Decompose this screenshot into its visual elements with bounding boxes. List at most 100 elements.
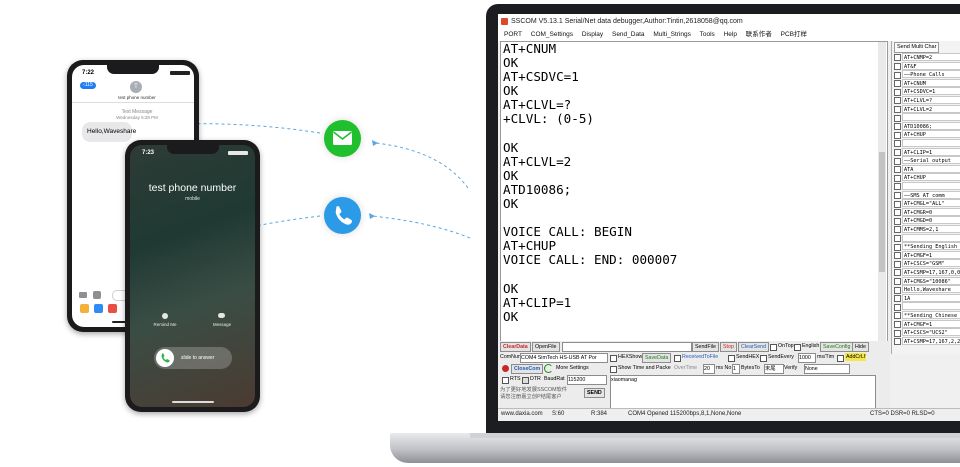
music-app-icon[interactable] xyxy=(108,304,117,313)
send-button[interactable]: SEND xyxy=(584,388,605,398)
menu-help[interactable]: Help xyxy=(723,31,737,38)
multi-string-row[interactable] xyxy=(892,139,960,148)
row-string[interactable]: AT+CSMP=17,167,0,0 xyxy=(902,268,960,276)
row-checkbox[interactable] xyxy=(894,243,901,251)
multi-string-row[interactable] xyxy=(892,302,960,311)
com-port-select[interactable]: COM4 SimTech HS-USB AT Por xyxy=(520,353,608,363)
save-config-button[interactable]: SaveConfig xyxy=(820,342,854,352)
multi-string-row[interactable]: **Sending Chinese xyxy=(892,311,960,320)
multi-string-row[interactable]: AT+CMGS="10086" xyxy=(892,276,960,285)
row-string[interactable]: AT+CHUP xyxy=(902,130,960,139)
multi-string-row[interactable]: AT+CLVL=2 xyxy=(892,104,960,113)
received-to-file-checkbox[interactable] xyxy=(674,355,681,362)
row-string[interactable]: AT+CLVL=? xyxy=(902,96,960,104)
add-crlf-checkbox[interactable] xyxy=(837,355,844,362)
alarm-icon[interactable] xyxy=(162,313,168,319)
multi-string-row[interactable]: AT+CSCS="GSM" xyxy=(892,259,960,268)
row-checkbox[interactable] xyxy=(894,295,901,303)
row-string[interactable]: **Sending English xyxy=(902,242,960,251)
row-string[interactable]: AT+CMGR=0 xyxy=(902,207,960,216)
multi-string-row[interactable]: AT+CLIP=1 xyxy=(892,147,960,156)
multi-string-row[interactable]: ——Serial output xyxy=(892,156,960,165)
row-checkbox[interactable] xyxy=(894,329,901,337)
multi-string-row[interactable] xyxy=(892,233,960,242)
row-string[interactable]: AT+CSMP=17,167,2,25 xyxy=(902,336,960,345)
multi-char-tab[interactable]: Send Multi Char xyxy=(894,42,940,53)
stop-button[interactable]: Stop xyxy=(720,342,737,352)
row-checkbox[interactable] xyxy=(894,71,901,79)
refresh-icon[interactable] xyxy=(544,364,553,373)
multi-string-row[interactable] xyxy=(892,113,960,122)
row-string[interactable]: AT+CMGF=1 xyxy=(902,319,960,328)
row-checkbox[interactable] xyxy=(894,226,901,234)
row-checkbox[interactable] xyxy=(894,286,901,294)
terminal-scrollbar[interactable] xyxy=(878,42,886,344)
multi-string-row[interactable]: AT+CHUP xyxy=(892,173,960,182)
row-checkbox[interactable] xyxy=(894,97,901,105)
row-string[interactable]: AT+CMMS=2,1 xyxy=(902,225,960,233)
row-checkbox[interactable] xyxy=(894,62,901,70)
row-string[interactable]: AT+CSDVC=1 xyxy=(902,87,960,96)
row-string[interactable]: ——SMS AT comm xyxy=(902,190,960,199)
row-checkbox[interactable] xyxy=(894,80,901,88)
row-string[interactable] xyxy=(902,182,960,190)
row-string[interactable]: AT+CSCS="UCS2" xyxy=(902,328,960,337)
row-checkbox[interactable] xyxy=(894,338,901,346)
english-checkbox[interactable] xyxy=(794,344,801,351)
multi-string-row[interactable]: AT+CMGL="ALL" xyxy=(892,199,960,208)
baudrate-select[interactable]: 115200 xyxy=(567,375,607,385)
row-checkbox[interactable] xyxy=(894,174,901,182)
row-string[interactable] xyxy=(902,233,960,242)
multi-string-row[interactable]: ATA xyxy=(892,164,960,174)
row-checkbox[interactable] xyxy=(894,303,901,311)
multi-string-row[interactable]: AT+CSMP=17,167,0,0 xyxy=(892,268,960,277)
multi-string-row[interactable]: AT+CSCS="UCS2" xyxy=(892,328,960,337)
row-string[interactable]: Hello,Waveshare xyxy=(902,285,960,294)
multi-string-row[interactable]: AT+CNMP=2 xyxy=(892,53,960,62)
row-checkbox[interactable] xyxy=(894,252,901,260)
overtime-input[interactable]: 20 xyxy=(703,364,715,374)
scroll-thumb[interactable] xyxy=(879,152,885,272)
row-checkbox[interactable] xyxy=(894,105,901,113)
row-checkbox[interactable] xyxy=(894,277,901,285)
multi-string-row[interactable]: AT+CMMS=2,1 xyxy=(892,225,960,234)
clear-send-button[interactable]: ClearSend xyxy=(738,342,770,352)
hexshow-checkbox[interactable] xyxy=(610,355,617,362)
row-string[interactable] xyxy=(902,113,960,122)
menu-multi-strings[interactable]: Multi_Strings xyxy=(653,31,691,38)
row-string[interactable]: AT+CNMP=2 xyxy=(902,53,960,61)
promo-line-1[interactable]: 为了更好地发展SSCOM软件 xyxy=(500,387,568,393)
multi-string-row[interactable]: AT+CSDVC=1 xyxy=(892,87,960,96)
row-checkbox[interactable] xyxy=(894,200,901,208)
row-checkbox[interactable] xyxy=(894,191,901,199)
row-checkbox[interactable] xyxy=(894,217,901,225)
row-checkbox[interactable] xyxy=(894,131,901,139)
row-checkbox[interactable] xyxy=(894,234,901,242)
status-site[interactable]: www.daxia.com xyxy=(501,411,543,417)
row-string[interactable]: AT+CLVL=2 xyxy=(902,104,960,113)
appstore-app-icon[interactable] xyxy=(94,304,103,313)
menu-contact-author[interactable]: 联系作者 xyxy=(745,31,772,38)
row-string[interactable]: AT+CMGL="ALL" xyxy=(902,199,960,208)
row-checkbox[interactable] xyxy=(894,183,901,191)
multi-string-row[interactable]: AT+CLVL=? xyxy=(892,96,960,105)
send-every-input[interactable]: 1000 xyxy=(798,353,816,363)
close-com-button[interactable]: CloseCom xyxy=(511,364,544,374)
row-string[interactable]: AT+CHUP xyxy=(902,173,960,182)
appstore-icon[interactable] xyxy=(93,291,101,299)
send-every-checkbox[interactable] xyxy=(760,355,767,362)
bytes-to-select[interactable]: 末尾 xyxy=(764,364,784,374)
multi-string-row[interactable]: **Sending English xyxy=(892,242,960,251)
row-checkbox[interactable] xyxy=(894,140,901,148)
row-checkbox[interactable] xyxy=(894,166,901,174)
row-string[interactable] xyxy=(902,302,960,311)
row-checkbox[interactable] xyxy=(894,269,901,277)
row-checkbox[interactable] xyxy=(894,114,901,122)
row-string[interactable]: ——Serial output xyxy=(902,156,960,165)
row-checkbox[interactable] xyxy=(894,123,901,131)
row-string[interactable]: **Sending Chinese xyxy=(902,311,960,319)
menu-display[interactable]: Display xyxy=(581,31,604,38)
multi-string-row[interactable]: AT+CHUP xyxy=(892,130,960,139)
send-input[interactable]: xiaomanag xyxy=(610,375,876,411)
